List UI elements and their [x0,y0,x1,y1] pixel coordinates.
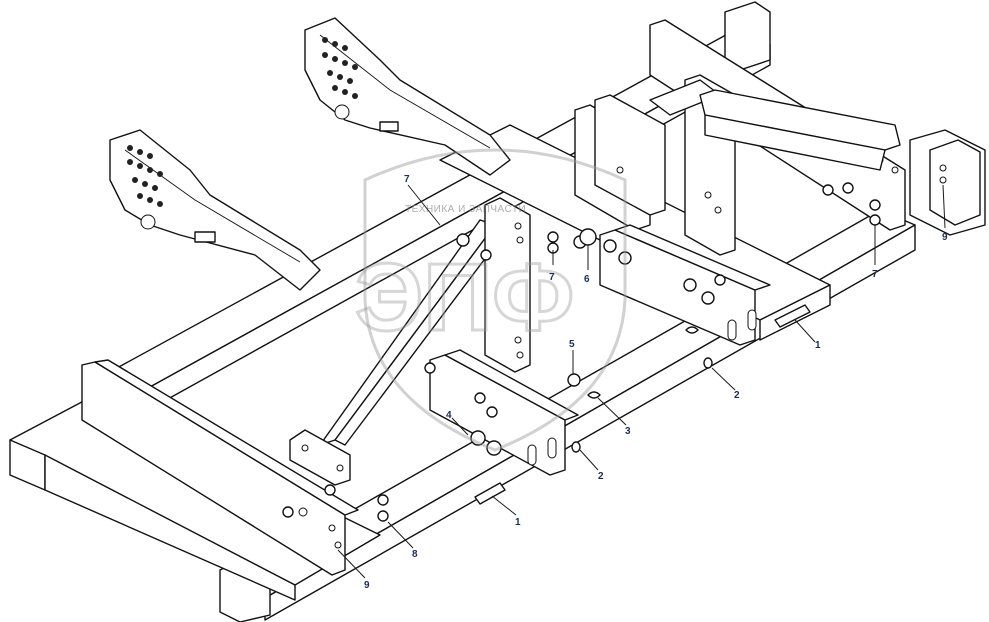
left-link-plates [429,349,579,476]
label-2-left: 2 [598,471,604,482]
label-2-right: 2 [734,390,740,401]
leader-lines [337,184,946,579]
center-vertical-plate [484,197,531,373]
label-9-right: 9 [942,232,948,243]
label-3: 3 [625,426,631,437]
label-6: 6 [584,274,590,285]
label-1-left: 1 [515,517,521,528]
fasteners [282,182,881,522]
label-5: 5 [569,339,575,350]
linch-pins [587,326,699,399]
watermark-caption: ТЕХНИКА И ЗАПЧАСТИ [405,204,526,215]
label-7-left: 8 [412,549,418,560]
label-4: 4 [446,410,452,421]
label-8: 7 [404,174,410,185]
pins [474,304,811,505]
top-link-arm [699,89,901,171]
callout-labels: 7 7 6 7 9 1 2 3 2 5 4 1 8 9 [364,174,948,591]
left-bracket-holes [127,145,163,207]
label-9-left: 9 [364,580,370,591]
left-mount-plate [81,359,359,576]
label-7-right: 7 [872,269,878,280]
watermark-letters: ЭПФ [355,244,574,351]
label-7-center: 7 [549,272,555,283]
label-1-right: 1 [815,340,821,351]
rings [571,357,713,453]
left-lift-bracket [109,129,321,291]
right-bracket-holes [322,37,358,99]
watermark: ТЕХНИКА И ЗАПЧАСТИ ЭПФ [354,148,627,452]
right-lift-bracket [304,17,511,176]
lower-link-plates [599,224,771,346]
right-cross-tube [909,129,986,236]
